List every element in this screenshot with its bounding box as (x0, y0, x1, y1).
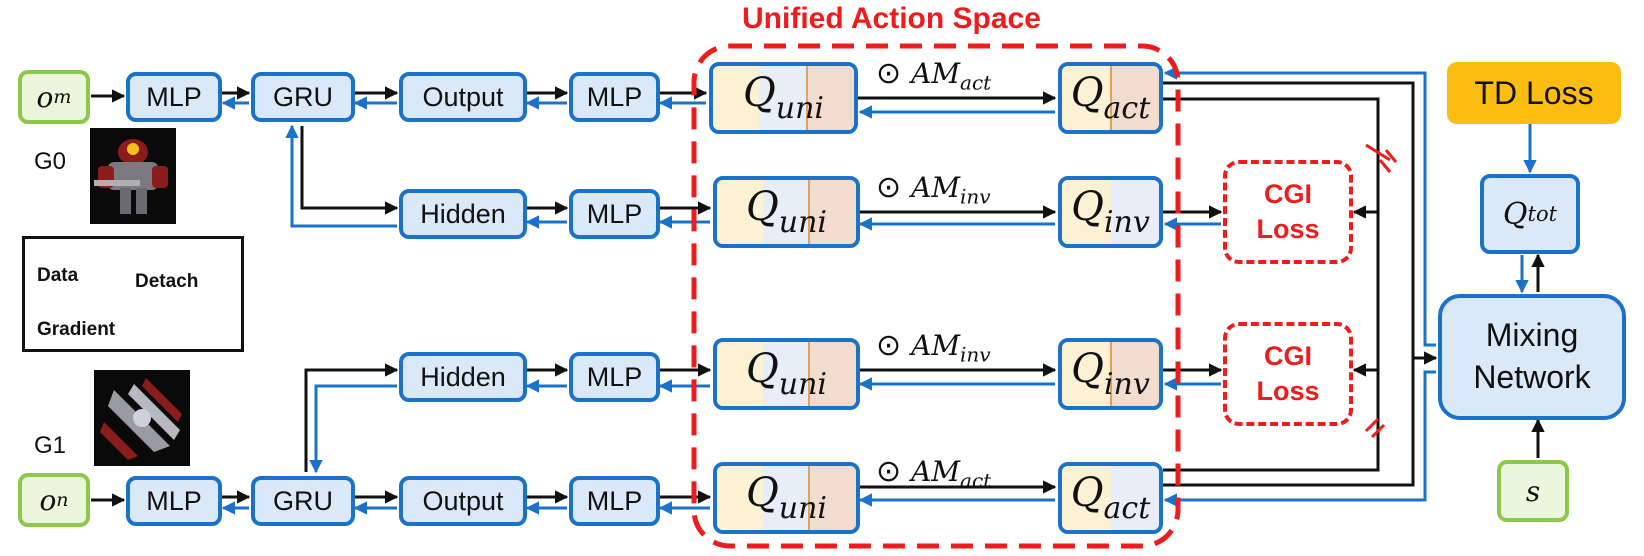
action-mask-act-label: ⊙AMact (876, 56, 992, 95)
q-inv-block: Qinv (1058, 176, 1163, 248)
hidden-block: Hidden (399, 352, 527, 402)
legend-gradient-label: Gradient (37, 319, 116, 340)
q-uni-block: Quni (713, 338, 860, 410)
td-loss-block: TD Loss (1447, 62, 1621, 124)
unified-action-space-title: Unified Action Space (742, 2, 1041, 35)
group-label-g0: G0 (34, 148, 67, 175)
mlp-block: MLP (569, 352, 660, 402)
mlp-block: MLP (126, 476, 222, 526)
gru-block: GRU (251, 476, 355, 526)
q-uni-block: Quni (709, 62, 858, 134)
output-block: Output (399, 476, 527, 526)
output-block: Output (399, 72, 527, 122)
q-inv-block: Qinv (1058, 338, 1163, 410)
legend: Data Detach Gradient (22, 236, 244, 352)
legend-data-label: Data (37, 265, 79, 286)
detach-marks (1364, 143, 1398, 439)
data-lines (91, 81, 1545, 507)
spaceship-unit-icon (94, 370, 190, 466)
q-act-block: Qact (1058, 62, 1163, 134)
marine-unit-icon (90, 128, 176, 224)
action-mask-inv-label: ⊙AMinv (876, 328, 991, 367)
mlp-block: MLP (569, 189, 660, 239)
q-uni-block: Quni (713, 462, 860, 534)
q-uni-block: Quni (713, 176, 860, 248)
unified-action-space-region (691, 43, 1181, 549)
gradient-lines (221, 66, 1537, 515)
action-mask-inv-label: ⊙AMinv (876, 170, 991, 209)
state-input: s (1497, 460, 1569, 522)
mlp-block: MLP (569, 72, 660, 122)
group-label-g1: G1 (34, 432, 67, 459)
action-mask-act-label: ⊙AMact (876, 454, 992, 493)
legend-detach-label: Detach (135, 271, 199, 292)
gru-block: GRU (251, 72, 355, 122)
mlp-block: MLP (126, 72, 222, 122)
hidden-block: Hidden (399, 189, 527, 239)
mlp-block: MLP (569, 476, 660, 526)
q-act-block: Qact (1058, 462, 1163, 534)
